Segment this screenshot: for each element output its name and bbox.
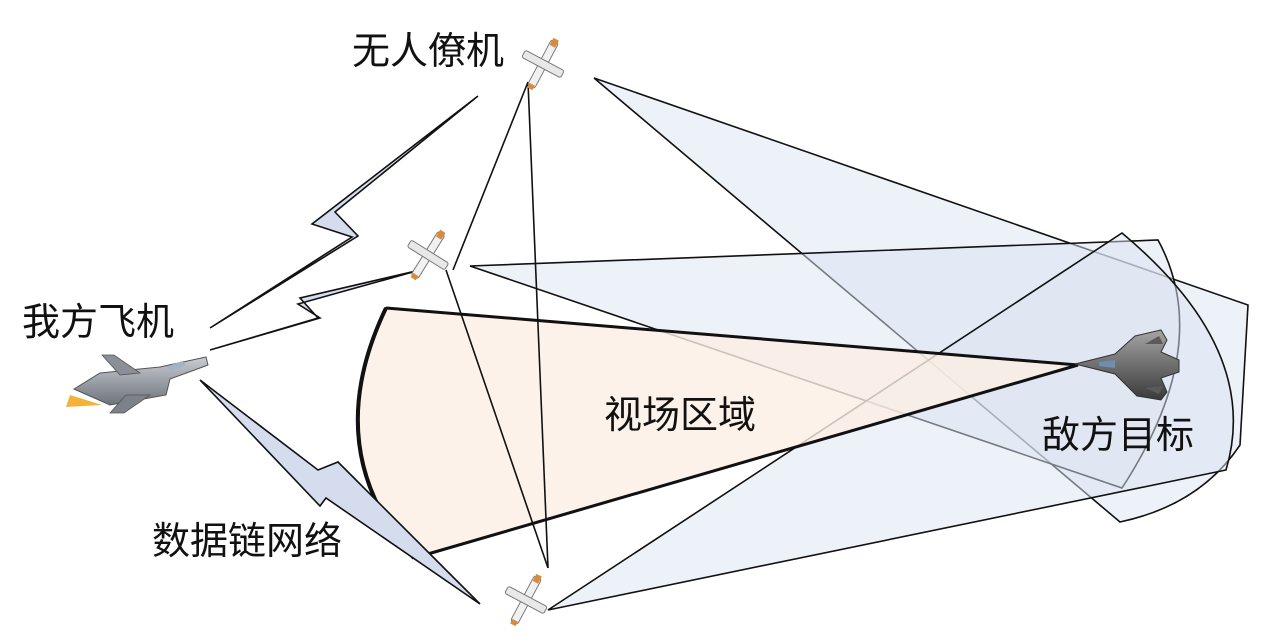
own-aircraft-label: 我方飞机 — [22, 300, 175, 344]
field-of-view-lower-edge — [413, 363, 1079, 560]
datalink-bolt-upper — [209, 95, 479, 329]
field-of-view-label: 视场区域 — [604, 393, 757, 437]
uav-link-top-middle — [452, 81, 529, 271]
enemy-target-label: 敌方目标 — [1042, 413, 1195, 457]
sensor-cone-bottom-uav — [547, 232, 1235, 611]
uav-link-top-bottom — [527, 81, 549, 569]
field-of-view-upper-edge — [385, 306, 1079, 367]
enemy-target-jet-icon — [1074, 329, 1180, 401]
datalink-network-label: 数据链网络 — [152, 519, 343, 563]
uav-middle-icon — [407, 229, 449, 281]
uav-bottom-icon — [504, 573, 548, 627]
uav-label: 无人僚机 — [352, 29, 505, 73]
own-aircraft-jet-icon — [66, 354, 209, 414]
datalink-bolt-lower — [199, 379, 481, 605]
uav-top-icon — [521, 37, 565, 91]
uav-link-middle-bottom — [445, 269, 549, 569]
